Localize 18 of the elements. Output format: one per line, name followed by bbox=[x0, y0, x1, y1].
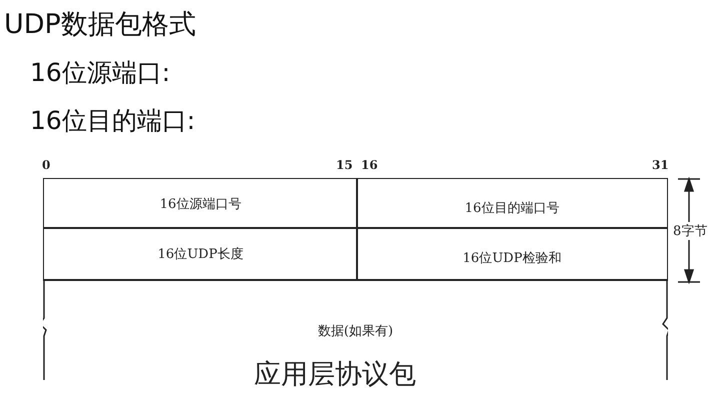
bit-number: 16 bbox=[361, 158, 378, 172]
header-field bbox=[43, 178, 358, 229]
title: UDP数据包格式 bbox=[4, 8, 196, 42]
field-description: 16位源端口: bbox=[30, 57, 170, 89]
bit-number: 31 bbox=[652, 158, 669, 172]
field-label: 16位UDP检验和 bbox=[462, 250, 562, 267]
bit-number: 0 bbox=[42, 158, 50, 172]
header-field bbox=[356, 227, 668, 281]
field-label: 数据(如果有) bbox=[318, 323, 394, 340]
header-field bbox=[356, 178, 668, 229]
header-field bbox=[43, 227, 358, 281]
dimension-label: 8字节 bbox=[673, 222, 708, 240]
field-label: 16位源端口号 bbox=[160, 196, 242, 212]
bit-number: 15 bbox=[336, 158, 353, 172]
field-label: 16位UDP长度 bbox=[158, 246, 244, 263]
field-description: 16位目的端口: bbox=[30, 105, 196, 137]
field-label: 16位目的端口号 bbox=[464, 200, 560, 216]
caption: 应用层协议包 bbox=[254, 358, 416, 392]
